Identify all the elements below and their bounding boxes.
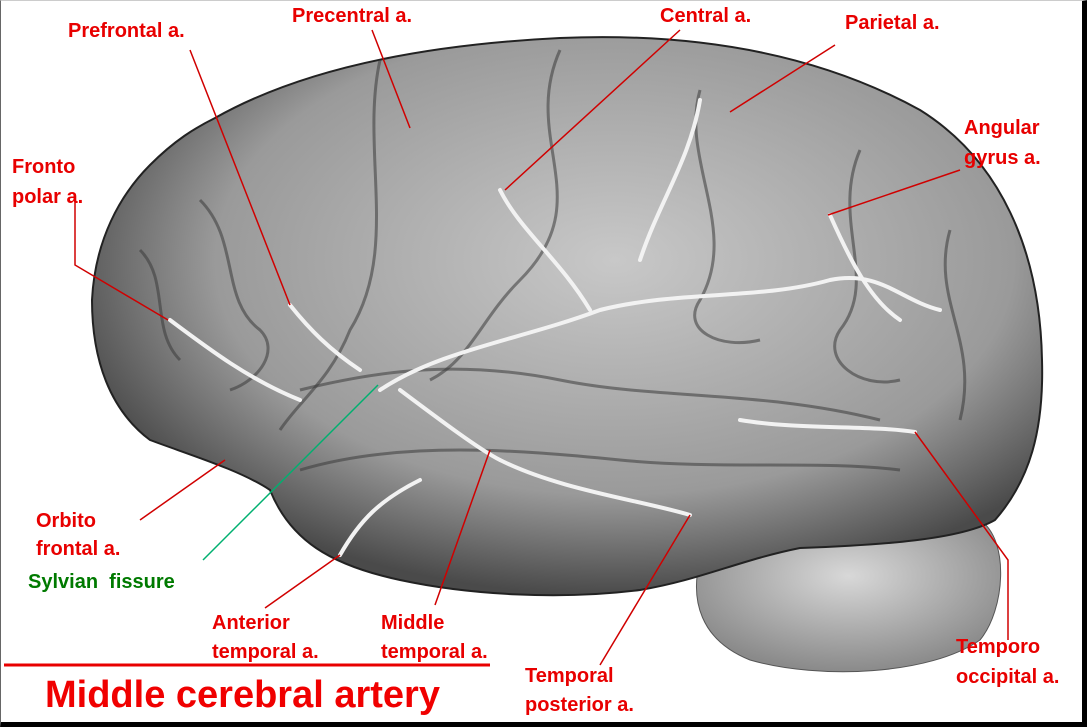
vessels: [168, 98, 942, 557]
label-temporal-posterior-1: Temporal: [525, 665, 614, 687]
pointer-middle-temporal: [434, 449, 491, 606]
label-middle-temporal-2: temporal a.: [381, 641, 488, 663]
pointer-precentral: [371, 29, 411, 129]
label-parietal: Parietal a.: [845, 12, 940, 34]
label-angular-2: gyrus a.: [964, 147, 1041, 169]
pointer-anterior-temporal: [264, 554, 341, 609]
pointer-fronto-polar: [74, 195, 169, 321]
brain-cerebrum: [90, 36, 1044, 597]
pointer-prefrontal: [189, 49, 291, 306]
label-prefrontal: Prefrontal a.: [68, 20, 185, 42]
gyri: [138, 49, 967, 472]
label-temporo-occipital-1: Temporo: [956, 636, 1040, 658]
label-orbito-frontal-2: frontal a.: [36, 538, 120, 560]
label-middle-temporal-1: Middle: [381, 612, 444, 634]
label-anterior-temporal-1: Anterior: [212, 612, 290, 634]
label-orbito-frontal-1: Orbito: [36, 510, 96, 532]
pointer-orbito-frontal: [139, 459, 226, 521]
pointer-central: [504, 29, 681, 191]
label-anterior-temporal-2: temporal a.: [212, 641, 319, 663]
label-sylvian-fissure: Sylvian fissure: [28, 571, 175, 593]
label-fronto-polar-2: polar a.: [12, 186, 83, 208]
pointer-angular: [827, 169, 961, 216]
label-fronto-polar-1: Fronto: [12, 156, 75, 178]
label-temporo-occipital-2: occipital a.: [956, 666, 1059, 688]
pointer-temporal-posterior: [599, 514, 691, 666]
label-angular-1: Angular: [964, 117, 1040, 139]
label-precentral: Precentral a.: [292, 5, 412, 27]
diagram-title: Middle cerebral artery: [45, 674, 440, 716]
label-temporal-posterior-2: posterior a.: [525, 694, 634, 716]
pointer-parietal: [729, 44, 836, 113]
pointer-sylvian: [202, 384, 379, 561]
label-central: Central a.: [660, 5, 751, 27]
pointer-temporo-occipital: [914, 431, 1009, 640]
